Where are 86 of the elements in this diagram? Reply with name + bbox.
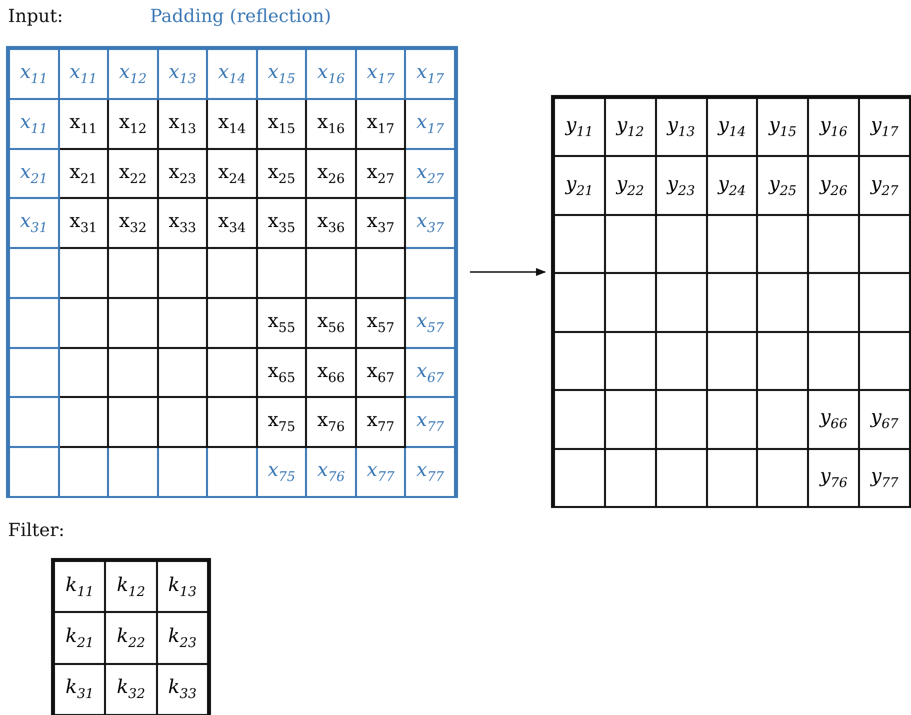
matrix-entry: x$_{27}$ [366,160,394,186]
matrix-entry: y$_{76}$ [820,464,848,491]
matrix-entry: x$_{75}$ [268,459,296,485]
matrix-entry: x$_{31}$ [70,210,98,236]
matrix-entry: x$_{17}$ [366,110,394,137]
matrix-entry: y$_{26}$ [820,172,848,199]
matrix-entry: k$_{21}$ [65,625,94,651]
matrix-entry: x$_{12}$ [119,110,147,137]
matrix-entry: x$_{26}$ [317,160,345,186]
matrix-entry: x$_{34}$ [218,210,246,236]
matrix-entry: x$_{17}$ [416,110,444,137]
matrix-entry: y$_{27}$ [870,172,898,199]
matrix-entry: x$_{12}$ [119,60,147,87]
matrix-entry: y$_{25}$ [768,172,797,199]
matrix-entry: x$_{13}$ [168,60,196,87]
matrix-entry: x$_{24}$ [218,160,246,186]
matrix-entry: x$_{17}$ [416,60,444,87]
matrix-entry: x$_{57}$ [416,310,444,336]
matrix-entry: x$_{16}$ [317,110,345,137]
matrix-entry: x$_{16}$ [317,60,345,87]
matrix-entry: k$_{32}$ [116,676,146,702]
matrix-entry: x$_{11}$ [20,60,48,87]
matrix-entry: y$_{22}$ [616,172,644,199]
matrix-entry: x$_{25}$ [268,160,296,186]
section-heading: Filter: [8,520,65,541]
matrix-entry: k$_{12}$ [116,574,146,600]
matrix-entry: x$_{32}$ [119,210,147,236]
matrix-entry: x$_{15}$ [268,60,296,87]
matrix-entry: x$_{57}$ [366,310,394,336]
matrix-entry: x$_{14}$ [218,110,246,137]
matrix-entry: x$_{37}$ [366,210,394,236]
filter-matrix [53,560,209,714]
matrix-entry: x$_{14}$ [218,60,246,87]
matrix-entry: x$_{67}$ [366,360,394,386]
matrix-entry: x$_{36}$ [317,210,345,236]
matrix-entry: k$_{31}$ [65,676,94,702]
matrix-entry: k$_{13}$ [168,574,197,600]
matrix-entry: x$_{15}$ [268,110,296,137]
matrix-entry: y$_{15}$ [768,114,797,140]
matrix-entry: x$_{77}$ [366,409,394,436]
matrix-entry: y$_{66}$ [820,406,848,432]
matrix-entry: x$_{66}$ [317,360,345,386]
matrix-entry: y$_{77}$ [870,464,898,491]
matrix-entry: k$_{11}$ [65,574,94,600]
output-matrix [553,97,911,506]
matrix-entry: x$_{13}$ [168,110,196,137]
matrix-entry: y$_{11}$ [566,114,594,140]
matrix-entry: x$_{22}$ [119,160,147,186]
input-matrix [8,48,456,496]
matrix-entry: x$_{77}$ [366,459,394,485]
matrix-entry: x$_{11}$ [20,110,48,137]
matrix-entry: y$_{16}$ [820,114,848,140]
matrix-entry: y$_{21}$ [566,172,594,199]
padding-note: Padding (reflection) [150,6,332,27]
matrix-entry: x$_{77}$ [416,409,444,436]
matrix-entry: x$_{55}$ [268,310,296,336]
matrix-entry: x$_{23}$ [168,160,196,186]
matrix-entry: x$_{11}$ [70,110,98,137]
matrix-entry: x$_{35}$ [268,210,296,236]
matrix-entry: x$_{77}$ [416,459,444,485]
matrix-entry: x$_{17}$ [366,60,394,87]
matrix-entry: x$_{65}$ [268,360,296,386]
matrix-entry: x$_{76}$ [317,409,345,436]
matrix-entry: x$_{31}$ [20,210,48,236]
matrix-entry: x$_{67}$ [416,360,444,386]
matrix-entry: x$_{37}$ [416,210,444,236]
matrix-entry: y$_{14}$ [718,114,746,140]
matrix-entry: k$_{23}$ [168,625,197,651]
matrix-entry: x$_{27}$ [416,160,444,186]
matrix-entry: x$_{33}$ [168,210,196,236]
matrix-entry: y$_{13}$ [667,114,695,140]
section-heading: Input: [8,6,64,27]
matrix-entry: x$_{11}$ [70,60,98,87]
matrix-entry: y$_{67}$ [870,406,898,432]
matrix-entry: k$_{33}$ [168,676,197,702]
matrix-entry: y$_{12}$ [616,114,644,140]
arrow [470,268,546,276]
matrix-entry: y$_{17}$ [870,114,898,140]
matrix-entry: y$_{23}$ [667,172,695,199]
matrix-entry: k$_{22}$ [116,625,146,651]
matrix-entry: x$_{21}$ [70,160,98,186]
matrix-entry: x$_{21}$ [20,160,48,186]
matrix-entry: y$_{24}$ [718,172,746,199]
matrix-entry: x$_{75}$ [268,409,296,436]
matrix-entry: x$_{76}$ [317,459,345,485]
matrix-entry: x$_{56}$ [317,310,345,336]
